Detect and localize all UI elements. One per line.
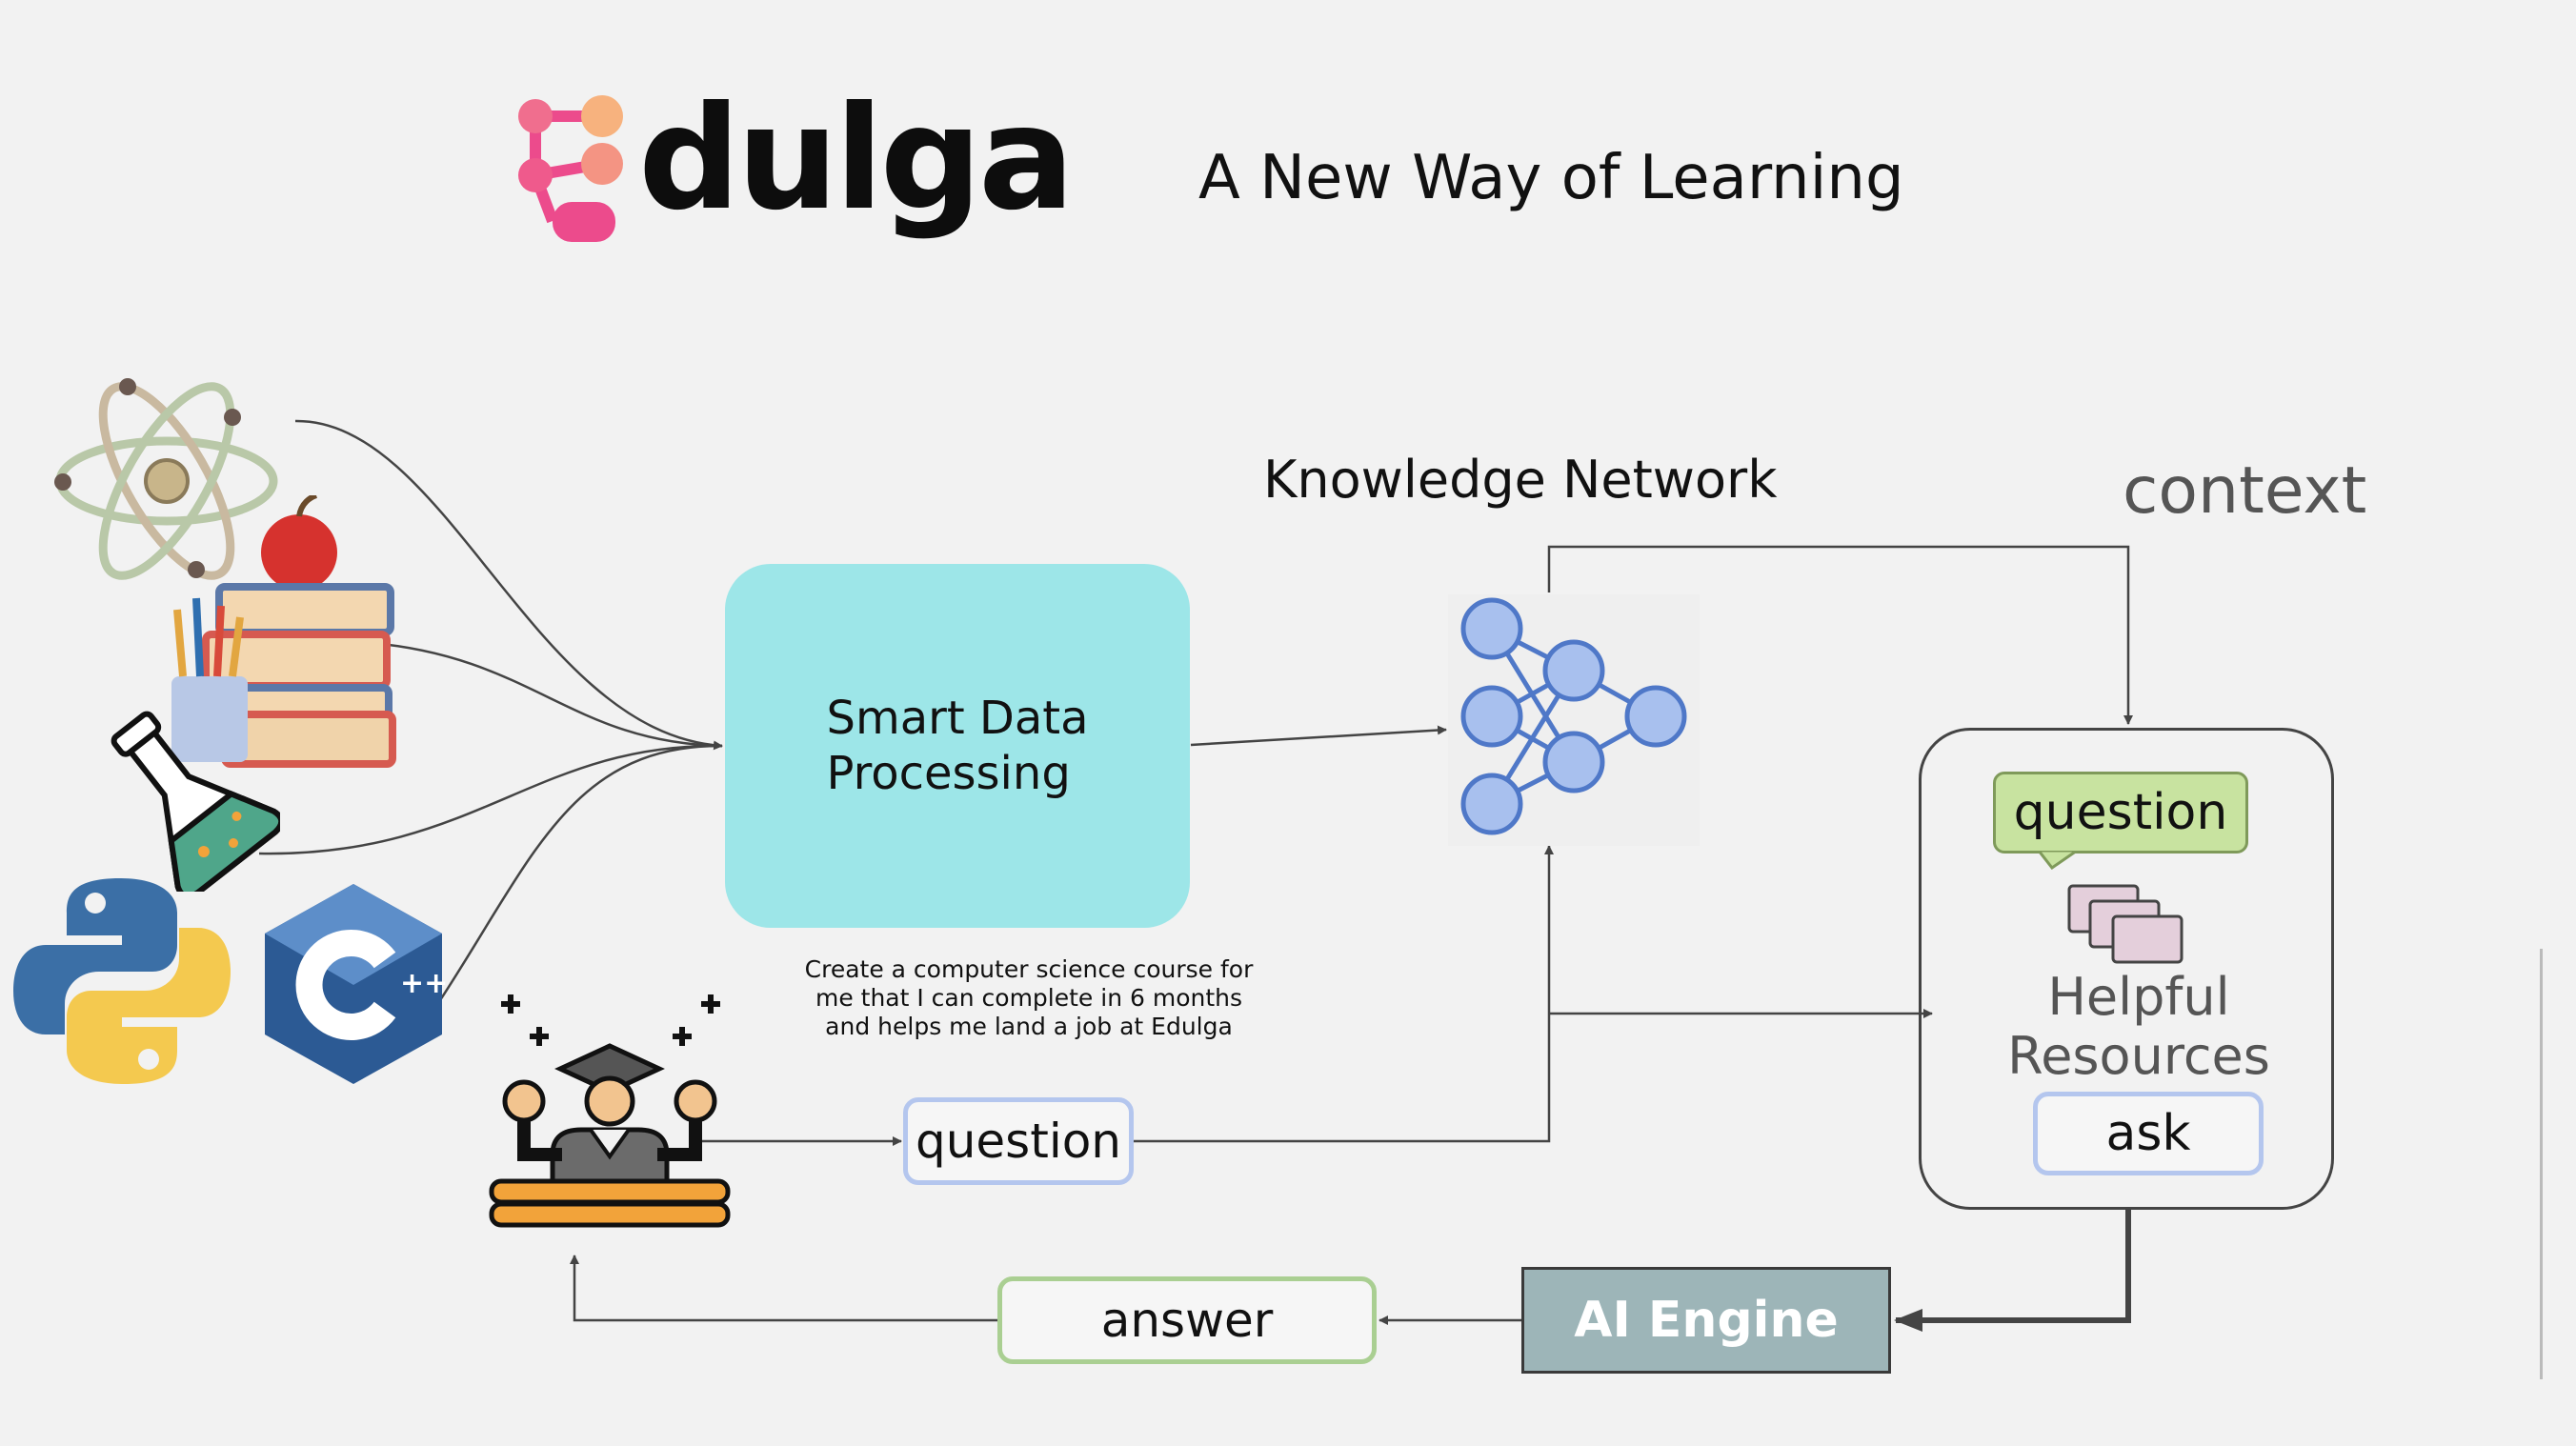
documents-icon (2067, 884, 2184, 964)
arrow-processing-to-network (1190, 725, 1447, 747)
right-edge-divider (2540, 949, 2543, 1379)
python-icon (13, 878, 231, 1084)
brand-name: dulga (638, 76, 1075, 242)
arrow-context-to-ai (1894, 1210, 2131, 1332)
arrow-atom-to-processing (294, 419, 723, 751)
smart-data-processing-box: Smart Data Processing (725, 564, 1190, 928)
ask-button[interactable]: ask (2033, 1092, 2264, 1175)
atom-icon (54, 378, 278, 580)
helpful-resources-label: Helpful Resources (2007, 967, 2270, 1086)
ai-engine-box: AI Engine (1521, 1267, 1891, 1374)
knowledge-network-title: Knowledge Network (1263, 450, 1778, 510)
context-panel (1919, 728, 2334, 1210)
context-title: context (2123, 453, 2367, 529)
user-prompt-text: Create a computer science course for me … (804, 955, 1254, 1040)
context-question-bubble: question (1993, 772, 2248, 854)
student-icon (489, 994, 731, 1228)
arrow-network-to-context (1547, 545, 2133, 725)
tagline: A New Way of Learning (1198, 143, 1904, 213)
bubble-tail (2039, 851, 2077, 870)
question-button[interactable]: question (903, 1097, 1134, 1185)
flask-icon (111, 711, 280, 892)
arrow-answer-to-student (570, 1255, 997, 1322)
books-icon (171, 495, 396, 768)
brand-logo-icon (518, 95, 623, 242)
answer-button[interactable]: answer (997, 1276, 1377, 1364)
smart-data-processing-label: Smart Data Processing (826, 692, 1089, 800)
arrow-books-to-processing (371, 641, 723, 748)
arrow-flask-to-processing (258, 744, 723, 855)
svg-text:++: ++ (400, 967, 448, 1000)
arrow-question-to-network (1134, 845, 1554, 1143)
neural-network-icon (1448, 594, 1700, 846)
arrow-cpp-to-processing (438, 744, 723, 1001)
cpp-icon: ++ (265, 884, 448, 1084)
